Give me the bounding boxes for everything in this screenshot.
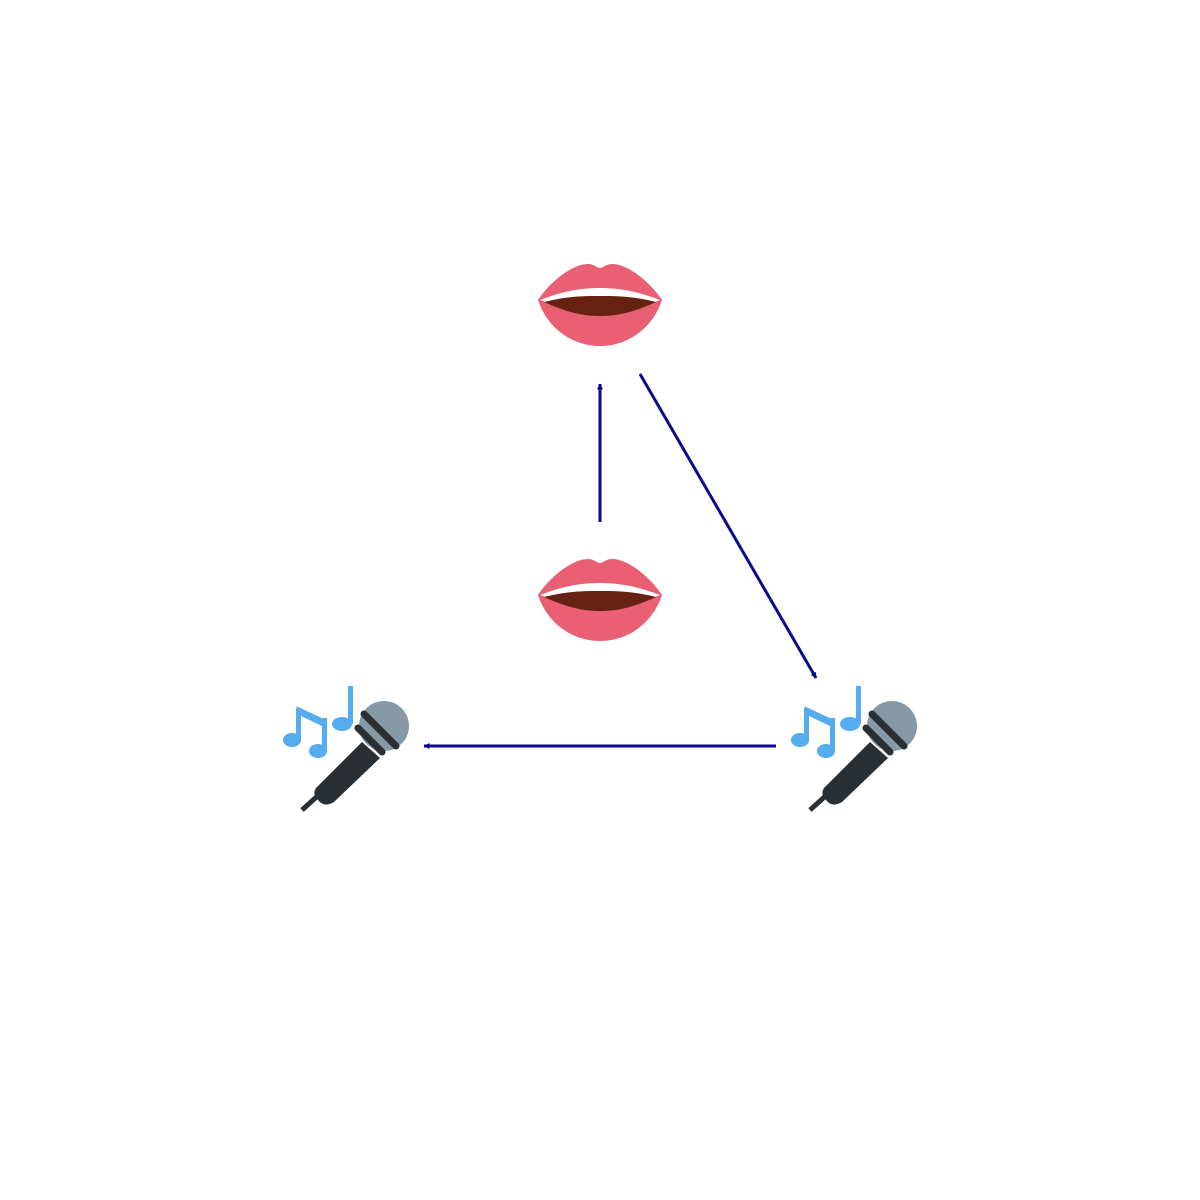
- node-mouth-center: [538, 559, 662, 641]
- edge-mouth-top-to-mic-right: [638, 373, 818, 679]
- mouth-icon: [538, 559, 662, 641]
- node-mouth-top: [538, 264, 662, 346]
- edges-group: [423, 373, 818, 749]
- node-mic-left: [283, 686, 409, 810]
- microphone-with-notes-icon: [791, 686, 917, 810]
- nodes-group: [283, 264, 917, 810]
- microphone-with-notes-icon: [283, 686, 409, 810]
- mouth-icon: [538, 264, 662, 346]
- node-mic-right: [791, 686, 917, 810]
